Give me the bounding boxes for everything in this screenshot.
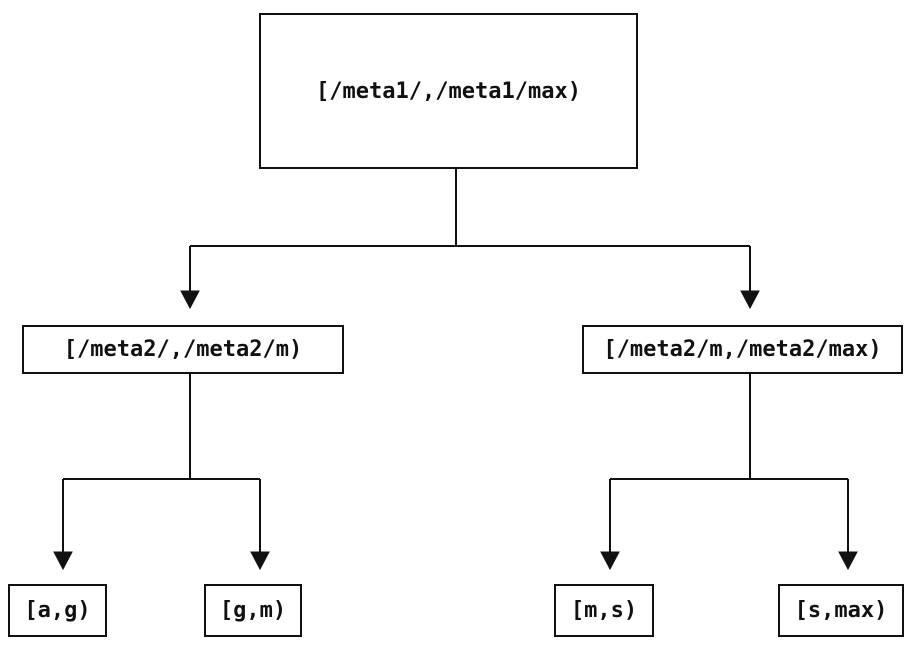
node-root: [/meta1/,/meta1/max): [259, 13, 638, 169]
arrowhead-leaf-ms: [600, 551, 620, 571]
arrowhead-leaf-gm: [250, 551, 270, 571]
node-meta2-right: [/meta2/m,/meta2/max): [582, 325, 903, 374]
arrowhead-leaf-ag: [53, 551, 73, 571]
arrowhead-meta2-right: [740, 290, 760, 310]
node-leaf-ag: [a,g): [8, 584, 107, 637]
arrowhead-meta2-left: [180, 290, 200, 310]
arrowhead-leaf-smax: [838, 551, 858, 571]
node-leaf-smax: [s,max): [778, 584, 904, 637]
node-meta2-left: [/meta2/,/meta2/m): [22, 325, 344, 374]
node-leaf-gm: [g,m): [204, 584, 302, 637]
node-leaf-ms: [m,s): [554, 584, 654, 637]
